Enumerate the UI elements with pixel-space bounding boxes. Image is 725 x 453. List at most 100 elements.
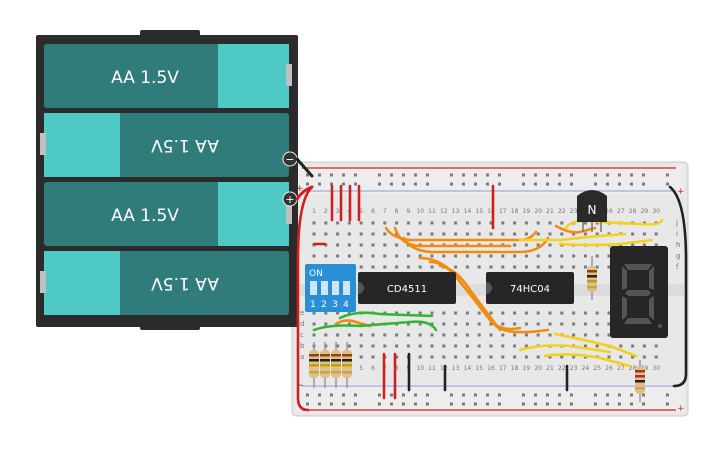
terminal-hole[interactable] [430, 232, 434, 236]
rail-hole[interactable] [474, 182, 477, 186]
terminal-hole[interactable] [442, 322, 446, 326]
terminal-hole[interactable] [536, 232, 540, 236]
rail-hole[interactable] [642, 182, 645, 186]
chip-74hc04[interactable]: 74HC04 [486, 272, 574, 304]
terminal-hole[interactable] [312, 311, 316, 315]
terminal-hole[interactable] [642, 344, 646, 348]
terminal-hole[interactable] [536, 311, 540, 315]
terminal-hole[interactable] [513, 265, 517, 269]
rail-hole[interactable] [414, 173, 417, 177]
terminal-hole[interactable] [513, 322, 517, 326]
rail-hole[interactable] [390, 402, 393, 406]
terminal-hole[interactable] [359, 243, 363, 247]
rail-hole[interactable] [630, 182, 633, 186]
resistor-3[interactable] [331, 342, 341, 388]
rail-hole[interactable] [450, 402, 453, 406]
terminal-hole[interactable] [501, 333, 505, 337]
terminal-hole[interactable] [583, 221, 587, 225]
terminal-hole[interactable] [595, 333, 599, 337]
green-wire-2[interactable] [338, 311, 434, 320]
terminal-hole[interactable] [560, 322, 564, 326]
battery-pack[interactable]: AA 1.5V AA 1.5V AA 1.5V AA 1.5V − [36, 30, 298, 330]
terminal-hole[interactable] [536, 265, 540, 269]
terminal-hole[interactable] [513, 355, 517, 359]
terminal-hole[interactable] [406, 333, 410, 337]
rail-hole[interactable] [486, 173, 489, 177]
yellow-wire-4[interactable] [518, 344, 612, 354]
yellow-wire-6[interactable] [553, 332, 638, 358]
terminal-hole[interactable] [572, 322, 576, 326]
rail-hole[interactable] [534, 402, 537, 406]
terminal-hole[interactable] [572, 311, 576, 315]
terminal-hole[interactable] [371, 344, 375, 348]
rail-hole[interactable] [462, 173, 465, 177]
rail-hole[interactable] [630, 393, 633, 397]
rail-hole[interactable] [330, 173, 333, 177]
rail-hole[interactable] [498, 402, 501, 406]
rail-hole[interactable] [462, 402, 465, 406]
rail-hole[interactable] [486, 393, 489, 397]
rail-hole[interactable] [462, 182, 465, 186]
rail-hole[interactable] [462, 393, 465, 397]
terminal-hole[interactable] [371, 221, 375, 225]
terminal-hole[interactable] [631, 243, 635, 247]
terminal-hole[interactable] [631, 355, 635, 359]
terminal-hole[interactable] [465, 333, 469, 337]
terminal-hole[interactable] [371, 243, 375, 247]
terminal-hole[interactable] [513, 232, 517, 236]
terminal-hole[interactable] [347, 344, 351, 348]
rail-hole[interactable] [318, 402, 321, 406]
rail-hole[interactable] [606, 393, 609, 397]
terminal-hole[interactable] [560, 311, 564, 315]
terminal-hole[interactable] [524, 322, 528, 326]
orange-wire-8[interactable] [334, 319, 372, 328]
dip-switch[interactable]: ON 1 2 3 4 [305, 264, 356, 312]
green-wire-1[interactable] [312, 320, 438, 332]
rail-hole[interactable] [594, 173, 597, 177]
terminal-hole[interactable] [336, 344, 340, 348]
rail-hole[interactable] [426, 402, 429, 406]
terminal-hole[interactable] [430, 344, 434, 348]
terminal-hole[interactable] [383, 254, 387, 258]
terminal-hole[interactable] [324, 333, 328, 337]
terminal-hole[interactable] [572, 265, 576, 269]
rail-hole[interactable] [594, 393, 597, 397]
terminal-hole[interactable] [548, 221, 552, 225]
terminal-hole[interactable] [418, 254, 422, 258]
terminal-hole[interactable] [524, 333, 528, 337]
terminal-hole[interactable] [501, 254, 505, 258]
rail-hole[interactable] [630, 173, 633, 177]
seven-segment-display[interactable] [610, 246, 668, 338]
red-rail-wire-left[interactable] [296, 185, 314, 412]
terminal-hole[interactable] [347, 311, 351, 315]
rail-hole[interactable] [390, 173, 393, 177]
terminal-hole[interactable] [406, 322, 410, 326]
terminal-hole[interactable] [406, 221, 410, 225]
orange-wire-4[interactable] [554, 224, 597, 234]
terminal-hole[interactable] [465, 355, 469, 359]
dip-switch-toggle-4[interactable] [343, 281, 350, 295]
terminal-hole[interactable] [312, 254, 316, 258]
rail-hole[interactable] [342, 393, 345, 397]
rail-hole[interactable] [558, 402, 561, 406]
terminal-hole[interactable] [477, 355, 481, 359]
rail-hole[interactable] [666, 173, 669, 177]
terminal-hole[interactable] [418, 311, 422, 315]
dip-switch-toggle-1[interactable] [310, 281, 317, 295]
rail-hole[interactable] [354, 173, 357, 177]
terminal-hole[interactable] [371, 265, 375, 269]
rail-hole[interactable] [318, 393, 321, 397]
black-rail-wire-right[interactable] [668, 185, 688, 388]
terminal-hole[interactable] [513, 333, 517, 337]
rail-hole[interactable] [630, 402, 633, 406]
rail-hole[interactable] [354, 402, 357, 406]
terminal-hole[interactable] [454, 322, 458, 326]
terminal-hole[interactable] [430, 221, 434, 225]
rail-hole[interactable] [558, 173, 561, 177]
rail-hole[interactable] [306, 182, 309, 186]
rail-hole[interactable] [498, 182, 501, 186]
battery-plus-terminal[interactable]: + [282, 191, 298, 207]
terminal-hole[interactable] [654, 355, 658, 359]
terminal-hole[interactable] [536, 355, 540, 359]
terminal-hole[interactable] [607, 311, 611, 315]
